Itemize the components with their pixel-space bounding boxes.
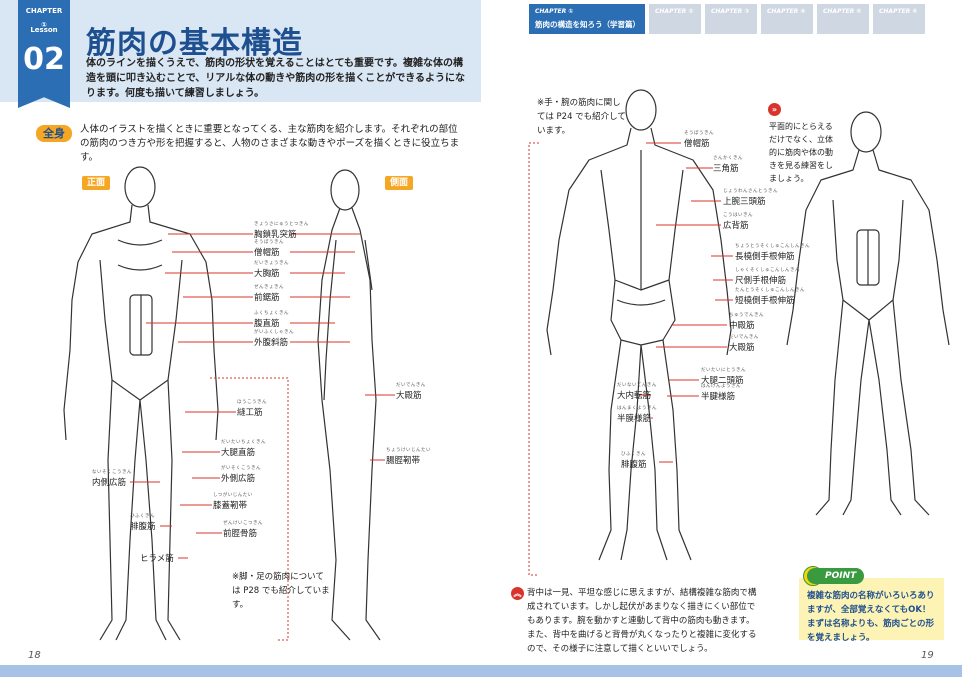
anatomy-figures-right (528, 89, 950, 576)
point-tag: POINT (807, 568, 865, 584)
label-iliotibial-band: ちょうけいじんたい腸脛靭帯 (386, 448, 431, 466)
label-latissimus-dorsi: こうはいきん広背筋 (723, 213, 753, 231)
label-soleus: ヒラメ筋 (140, 554, 174, 564)
tab-chapter-4[interactable]: CHAPTER ④ (761, 4, 813, 34)
label-semimembranosus: はんまくようきん半膜様筋 (617, 406, 657, 424)
back-figure (546, 89, 732, 561)
label-gluteus-maximus-back: だいでんきん大殿筋 (729, 335, 759, 353)
side-view-tag: 側面 (385, 176, 414, 190)
section-text: 人体のイラストを描くときに重要となってくる、主な筋肉を紹介します。それぞれの部位… (80, 124, 460, 163)
label-patellar-ligament: しつがいじんたい膝蓋靭帯 (213, 493, 253, 511)
label-deltoid: さんかくきん三角筋 (713, 156, 743, 174)
label-back-trapezius: そうぼうきん僧帽筋 (684, 131, 714, 149)
back-description: 背中は一見、平坦な感じに思えますが、結構複雑な筋肉で構成されています。しかし起伏… (527, 588, 757, 654)
chevron-up-icon: ︽ (511, 587, 524, 600)
arm-note: ※手・腕の筋肉に関しては P24 でも紹介しています。 (537, 98, 626, 136)
label-pectoralis-major: だいきょうきん大胸筋 (254, 261, 289, 279)
label-rectus-femoris: だいたいちょくきん大腿直筋 (221, 440, 266, 458)
label-trapezius: そうぼうきん僧帽筋 (254, 240, 284, 258)
tab-chapter-3[interactable]: CHAPTER ③ (705, 4, 757, 34)
point-box (799, 578, 944, 640)
label-rectus-abdominis: ふくちょくきん腹直筋 (254, 311, 289, 329)
page-number-right: 19 (921, 650, 934, 661)
tab-chapter-6[interactable]: CHAPTER ⑥ (873, 4, 925, 34)
anatomy-figures-left (63, 166, 395, 641)
intro-text: 体のラインを描くうえで、筋肉の形状を覚えることはとても重要です。複雑な体の構造を… (86, 58, 465, 99)
chevrons-icon: » (768, 103, 781, 116)
label-sternocleidomastoid: きょうさにゅうとつきん胸鎖乳突筋 (254, 222, 309, 240)
label-external-oblique: がいふくしゃきん外腹斜筋 (254, 330, 294, 348)
footer-bar-right (481, 665, 962, 677)
left-page: CHAPTER ① Lesson 02 筋肉の基本構造 体のラインを描くうえで、… (0, 0, 481, 677)
lesson-label: Lesson (30, 26, 58, 34)
label-triceps: じょうわんさんとうきん上腕三頭筋 (723, 189, 778, 207)
front-figure (63, 166, 219, 641)
lesson-ribbon (18, 0, 70, 108)
section-badge: 全身 (36, 125, 72, 142)
label-back-gastrocnemius: ひふくきん腓腹筋 (621, 452, 647, 470)
label-gluteus-medius: ちゅうでんきん中殿筋 (729, 313, 764, 331)
label-gastrocnemius: ひふくきん腓腹筋 (130, 514, 156, 532)
label-serratus-anterior: ぜんきょきん前鋸筋 (254, 285, 284, 303)
footer-bar-left (0, 665, 481, 677)
page-number-left: 18 (28, 650, 41, 661)
leg-note: ※脚・足の筋肉については P28 でも紹介しています。 (232, 572, 330, 610)
label-sartorius: ほうこうきん縫工筋 (237, 400, 267, 418)
label-ecr-brevis: たんとうそくしゅこんしんきん短橈側手根伸筋 (735, 288, 805, 306)
front-figure-right (786, 111, 950, 516)
page-title: 筋肉の基本構造 (86, 26, 303, 61)
tab-chapter-5[interactable]: CHAPTER ⑤ (817, 4, 869, 34)
label-vastus-lateralis: がいそくこうきん外側広筋 (221, 466, 261, 484)
side-figure (317, 169, 381, 641)
label-vastus-medialis: ないそくこうきん内側広筋 (92, 470, 132, 488)
label-gluteus-maximus-side: だいでんきん大殿筋 (396, 383, 426, 401)
label-ecr-longus: ちょうとうそくしゅこんしんきん長橈側手根伸筋 (735, 244, 810, 262)
label-adductor-magnus: だいないてんきん大内転筋 (617, 383, 657, 401)
label-semitendinosus: はんけんようきん半腱様筋 (701, 384, 741, 402)
label-tibialis-anterior: ぜんけいこつきん前脛骨筋 (223, 521, 263, 539)
header-band (0, 0, 481, 102)
tab-chapter-2[interactable]: CHAPTER ② (649, 4, 701, 34)
side-note: 平面的にとらえるだけでなく、立体的に筋肉や体の動きを見る練習をしましょう。 (769, 122, 833, 183)
front-view-tag: 正面 (82, 176, 111, 190)
point-text: 複雑な筋肉の名称がいろいろありますが、全部覚えなくてもOK！ まずは名称よりも、… (807, 591, 939, 643)
chapter-tag: CHAPTER ① (25, 7, 63, 29)
label-ecu: しゃくそくしゅこんしんきん尺側手根伸筋 (735, 268, 800, 286)
lesson-number: 02 (23, 42, 65, 77)
label-biceps-femoris: だいたいにとうきん大腿二頭筋 (701, 368, 746, 386)
